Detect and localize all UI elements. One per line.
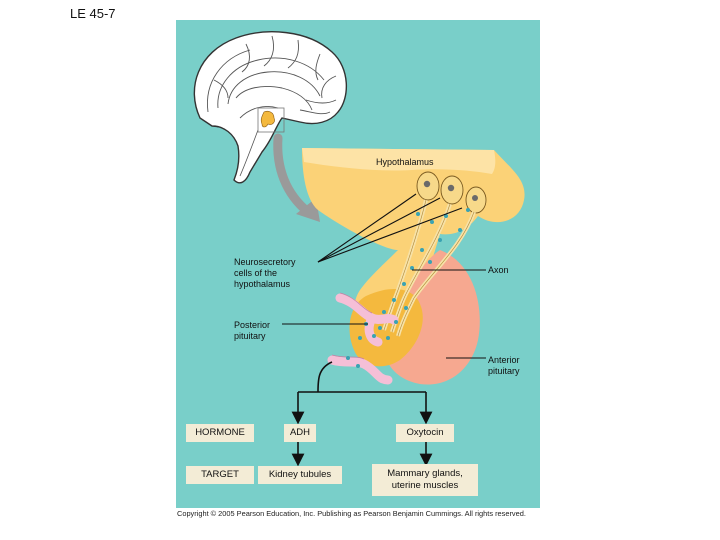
hormone-label: HORMONE <box>186 424 254 442</box>
label-line: Posterior <box>234 320 271 330</box>
branch-arrows <box>291 361 433 467</box>
hypothalamus-top <box>302 148 496 174</box>
brain-illustration <box>193 31 348 184</box>
label-neurosecretory-cells: Neurosecretory cells of the hypothalamus <box>234 257 296 290</box>
leader-lines <box>282 193 486 359</box>
label-line: cells of the <box>234 268 278 278</box>
copyright-text: Copyright © 2005 Pearson Education, Inc.… <box>177 509 526 518</box>
label-axon: Axon <box>488 265 509 275</box>
target-label: TARGET <box>186 466 254 484</box>
inset-pituitary <box>260 110 275 128</box>
mammary-glands-box: Mammary glands, uterine muscles <box>372 464 478 496</box>
adh-box: ADH <box>284 424 316 442</box>
label-line: Neurosecretory <box>234 257 296 267</box>
slide-title: LE 45-7 <box>70 6 116 21</box>
label-posterior-pituitary: Posterior pituitary <box>234 320 270 342</box>
inset-box <box>257 107 285 133</box>
label-line: pituitary <box>488 366 520 376</box>
box-line: Mammary glands, <box>387 468 463 479</box>
label-line: hypothalamus <box>234 279 291 289</box>
blood-vessels <box>327 293 399 385</box>
kidney-tubules-box: Kidney tubules <box>258 466 342 484</box>
oxytocin-box: Oxytocin <box>396 424 454 442</box>
label-line: pituitary <box>234 331 266 341</box>
zoom-arrow <box>273 133 313 217</box>
label-line: Anterior <box>488 355 520 365</box>
label-hypothalamus: Hypothalamus <box>376 157 434 167</box>
label-anterior-pituitary: Anterior pituitary <box>488 355 520 377</box>
box-line: uterine muscles <box>391 480 459 491</box>
